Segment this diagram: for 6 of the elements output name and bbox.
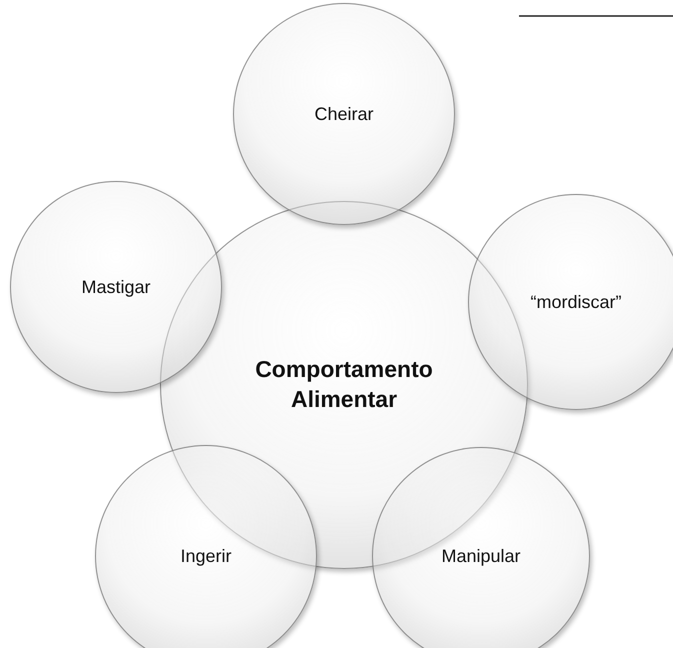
node-label: Mastigar	[81, 276, 151, 298]
node-label: Cheirar	[314, 104, 374, 124]
node-label: “mordiscar”	[530, 292, 622, 312]
center-label: Comportamento Alimentar	[254, 355, 434, 414]
node-label: Manipular	[441, 546, 521, 566]
node-label: Ingerir	[180, 546, 232, 566]
